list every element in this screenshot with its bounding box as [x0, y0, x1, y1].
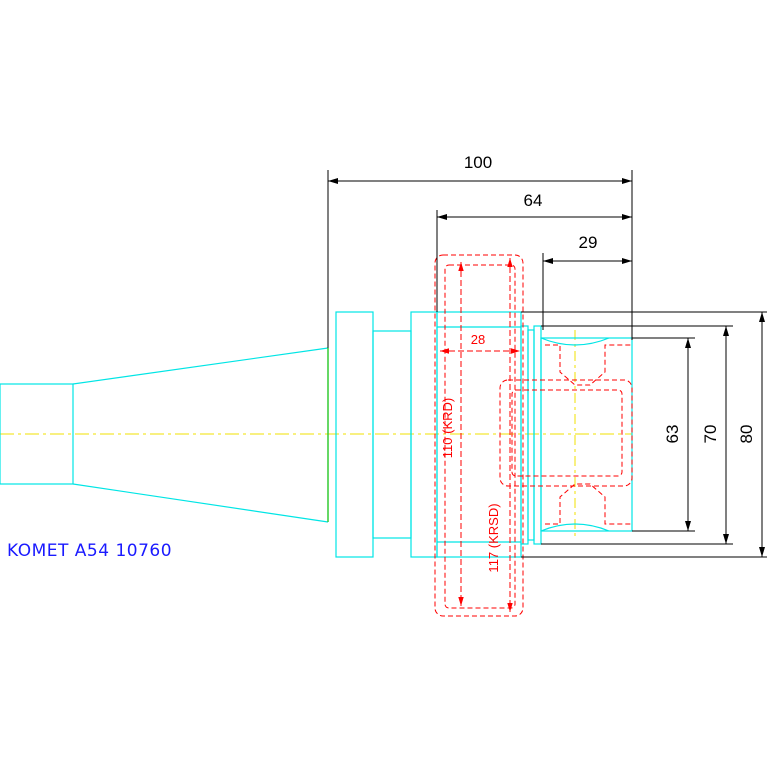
dim-diameter-63: 63	[663, 425, 682, 444]
dimension-lines	[328, 178, 765, 557]
dim-length-64: 64	[524, 191, 543, 210]
dim-length-29: 29	[579, 233, 598, 252]
red-dimension-lines	[440, 258, 520, 612]
red-dim-28: 28	[471, 332, 485, 347]
extension-lines	[327, 170, 767, 558]
tool-holder-outline	[0, 311, 633, 558]
dim-diameter-80: 80	[737, 425, 756, 444]
dim-length-100: 100	[464, 153, 492, 172]
dim-diameter-70: 70	[701, 425, 720, 444]
red-dim-110-krd: 110 (KRD)	[440, 398, 455, 458]
red-dim-117-krsd: 117 (KRSD)	[486, 503, 501, 572]
part-label: KOMET A54 10760	[7, 541, 172, 561]
hidden-outlines	[434, 254, 633, 617]
